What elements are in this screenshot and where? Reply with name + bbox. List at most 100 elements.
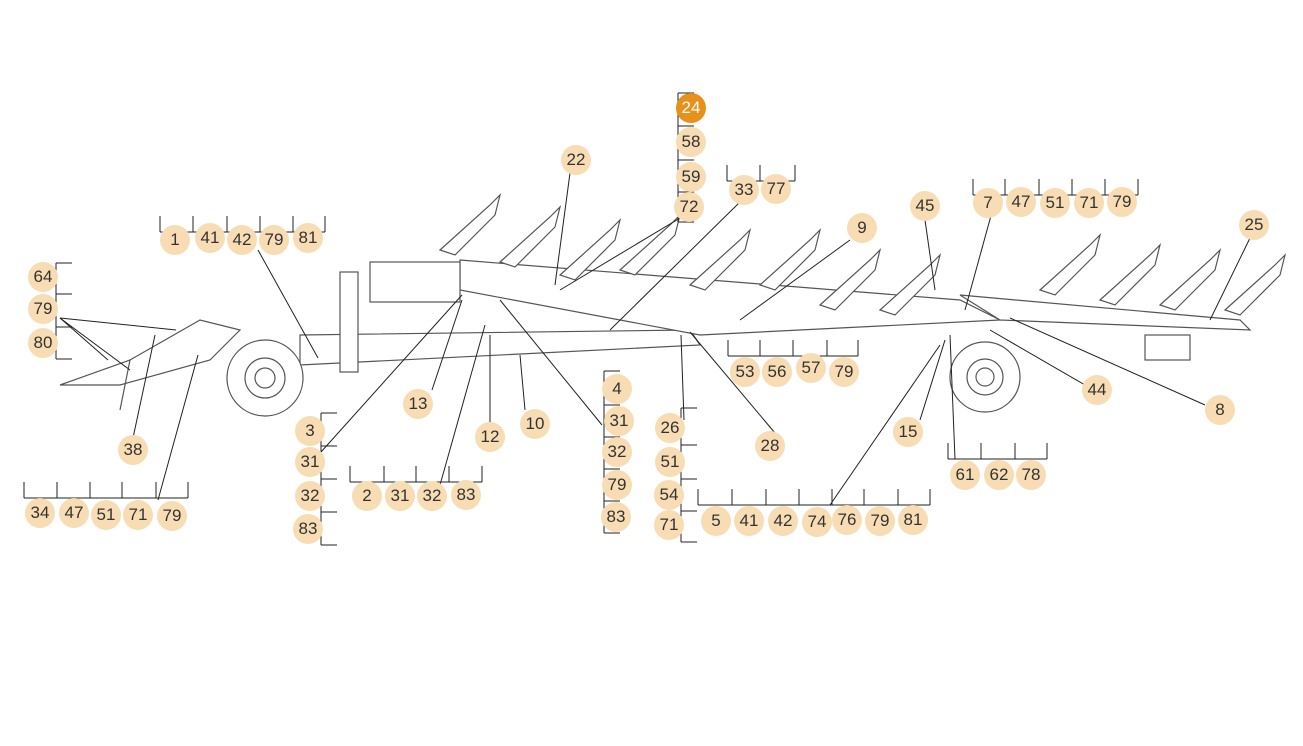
mouldboard (438, 193, 502, 256)
mouldboard (558, 218, 622, 281)
part-hotspot-9[interactable]: 9 (847, 213, 877, 243)
leader-line (257, 249, 319, 359)
part-hotspot-81[interactable]: 81 (293, 223, 323, 253)
part-hotspot-4[interactable]: 4 (602, 374, 632, 404)
part-hotspot-28[interactable]: 28 (755, 431, 785, 461)
part-hotspot-47[interactable]: 47 (1006, 187, 1036, 217)
leader-line (829, 344, 941, 506)
part-hotspot-31[interactable]: 31 (385, 481, 415, 511)
leader-line (157, 354, 199, 501)
part-hotspot-32[interactable]: 32 (417, 481, 447, 511)
part-hotspot-79[interactable]: 79 (157, 501, 187, 531)
leader-line (924, 219, 936, 291)
part-hotspot-5[interactable]: 5 (701, 506, 731, 536)
leader-line (431, 299, 463, 391)
leader-line (689, 331, 776, 434)
part-hotspot-32[interactable]: 32 (602, 437, 632, 467)
part-hotspot-77[interactable]: 77 (761, 174, 791, 204)
part-hotspot-71[interactable]: 71 (123, 500, 153, 530)
part-hotspot-76[interactable]: 76 (832, 505, 862, 535)
mouldboard (1098, 243, 1162, 306)
part-hotspot-38[interactable]: 38 (118, 435, 148, 465)
part-hotspot-79[interactable]: 79 (28, 294, 58, 324)
leader-line (439, 324, 486, 486)
part-hotspot-34[interactable]: 34 (25, 498, 55, 528)
part-hotspot-79[interactable]: 79 (259, 225, 289, 255)
mouldboard (498, 205, 562, 268)
part-hotspot-72[interactable]: 72 (674, 192, 704, 222)
part-hotspot-71[interactable]: 71 (654, 510, 684, 540)
mouldboard (618, 213, 682, 276)
part-hotspot-56[interactable]: 56 (762, 357, 792, 387)
mouldboard (1038, 233, 1102, 296)
leader-line (919, 339, 946, 421)
part-hotspot-10[interactable]: 10 (520, 409, 550, 439)
part-hotspot-42[interactable]: 42 (227, 225, 257, 255)
leader-line (59, 317, 177, 331)
mouldboard (818, 248, 882, 311)
part-hotspot-80[interactable]: 80 (28, 328, 58, 358)
part-hotspot-71[interactable]: 71 (1074, 188, 1104, 218)
part-hotspot-41[interactable]: 41 (734, 506, 764, 536)
part-hotspot-57[interactable]: 57 (796, 353, 826, 383)
part-hotspot-8[interactable]: 8 (1205, 395, 1235, 425)
part-hotspot-58[interactable]: 58 (676, 127, 706, 157)
part-hotspot-24[interactable]: 24 (676, 93, 706, 123)
part-hotspot-59[interactable]: 59 (676, 162, 706, 192)
part-hotspot-13[interactable]: 13 (403, 389, 433, 419)
mouldboard (878, 253, 942, 316)
mouldboard (1223, 253, 1287, 316)
part-hotspot-62[interactable]: 62 (984, 460, 1014, 490)
part-hotspot-44[interactable]: 44 (1082, 375, 1112, 405)
leader-line (59, 317, 109, 361)
part-hotspot-64[interactable]: 64 (28, 262, 58, 292)
part-hotspot-32[interactable]: 32 (295, 481, 325, 511)
part-hotspot-54[interactable]: 54 (654, 480, 684, 510)
part-hotspot-79[interactable]: 79 (1107, 187, 1137, 217)
part-hotspot-83[interactable]: 83 (293, 514, 323, 544)
part-hotspot-26[interactable]: 26 (655, 413, 685, 443)
part-hotspot-81[interactable]: 81 (898, 505, 928, 535)
leader-line (559, 214, 686, 291)
part-hotspot-45[interactable]: 45 (910, 191, 940, 221)
part-hotspot-51[interactable]: 51 (655, 447, 685, 477)
part-hotspot-74[interactable]: 74 (802, 507, 832, 537)
part-hotspot-1[interactable]: 1 (160, 225, 190, 255)
leader-line (1209, 237, 1251, 321)
part-hotspot-25[interactable]: 25 (1239, 210, 1269, 240)
part-hotspot-33[interactable]: 33 (729, 175, 759, 205)
leader-line (680, 334, 685, 421)
part-hotspot-61[interactable]: 61 (950, 460, 980, 490)
leader-line (132, 334, 156, 439)
leader-line (739, 239, 851, 321)
part-hotspot-15[interactable]: 15 (893, 417, 923, 447)
leader-line (989, 329, 1086, 386)
part-hotspot-79[interactable]: 79 (865, 506, 895, 536)
part-hotspot-7[interactable]: 7 (973, 188, 1003, 218)
part-hotspot-83[interactable]: 83 (451, 480, 481, 510)
part-hotspot-31[interactable]: 31 (295, 447, 325, 477)
leader-line (519, 354, 526, 411)
part-hotspot-79[interactable]: 79 (602, 470, 632, 500)
part-hotspot-2[interactable]: 2 (352, 481, 382, 511)
leader-line (609, 198, 744, 331)
leader-line (949, 334, 956, 460)
leader-line (964, 211, 993, 311)
part-hotspot-12[interactable]: 12 (475, 422, 505, 452)
part-hotspot-42[interactable]: 42 (768, 506, 798, 536)
part-hotspot-78[interactable]: 78 (1016, 460, 1046, 490)
part-hotspot-53[interactable]: 53 (730, 357, 760, 387)
leader-line (499, 299, 603, 426)
part-hotspot-51[interactable]: 51 (91, 500, 121, 530)
part-hotspot-31[interactable]: 31 (604, 406, 634, 436)
part-hotspot-3[interactable]: 3 (295, 416, 325, 446)
part-hotspot-79[interactable]: 79 (829, 357, 859, 387)
mouldboard (688, 228, 752, 291)
part-hotspot-47[interactable]: 47 (59, 498, 89, 528)
part-hotspot-83[interactable]: 83 (601, 502, 631, 532)
part-hotspot-41[interactable]: 41 (195, 223, 225, 253)
leader-line (1009, 317, 1206, 406)
part-hotspot-22[interactable]: 22 (561, 145, 591, 175)
part-hotspot-51[interactable]: 51 (1040, 188, 1070, 218)
